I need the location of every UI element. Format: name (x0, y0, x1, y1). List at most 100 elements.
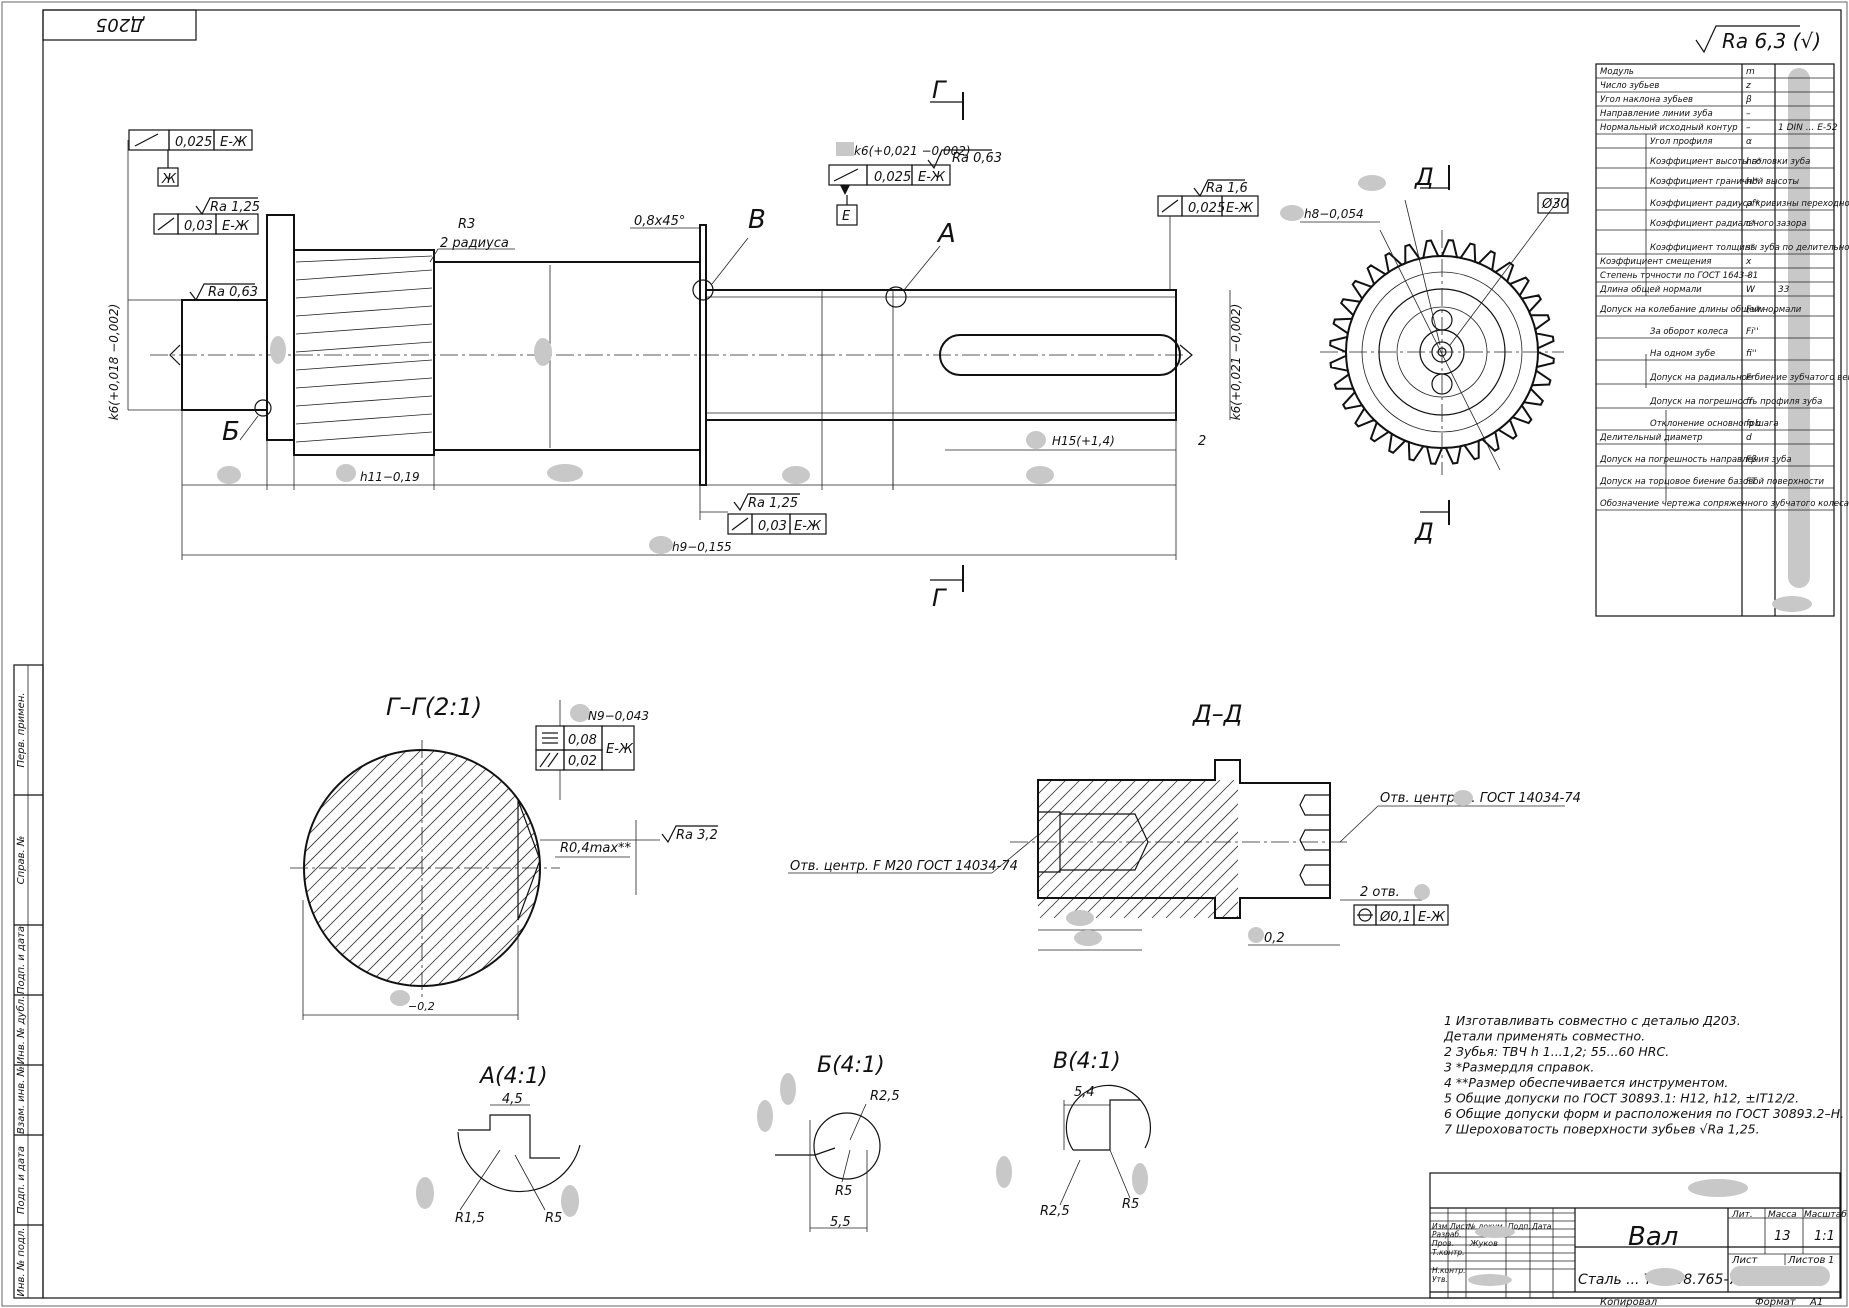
param-symbol: hl* (1746, 177, 1759, 187)
section-g-bottom: Г (932, 584, 947, 612)
note-line: 7 Шероховатость поверхности зубьев √Ra 1… (1444, 1122, 1760, 1137)
gg-radius: R0,4max** (560, 841, 632, 856)
param-symbol: – (1746, 109, 1751, 119)
fcf-top-left: 0,025 Е-Ж Ж (127, 129, 253, 410)
fcf-mid: k6(+0,021 −0,002) Ra 0,63 0,025 Е-Ж Е (828, 142, 1002, 226)
section-dd-hatch (1038, 780, 1123, 918)
section-gg-hatch (304, 750, 483, 986)
section-gg-hatch (446, 750, 540, 986)
section-gg-hatch (362, 750, 540, 986)
param-symbol: s* (1746, 243, 1756, 253)
param-symbol: m (1746, 67, 1755, 77)
gear-teeth (293, 249, 435, 456)
shaft-body (433, 261, 701, 451)
section-dd-hatch (1039, 780, 1179, 918)
general-roughness: Ra 6,3 (√) (1695, 25, 1821, 54)
param-symbol: ρf* (1746, 199, 1760, 209)
label-d-top: Д (1414, 163, 1434, 191)
dd-fcf-tol: Ø0,1 (1379, 910, 1411, 925)
param-symbol: ha* (1746, 157, 1762, 167)
dd-dim-02: 0,2 (1264, 931, 1285, 946)
gg-dim-bottom: −0,2 (408, 1000, 435, 1013)
tb-row-label: Разраб. (1432, 1230, 1461, 1239)
corner-stamp: Д205 (96, 14, 145, 35)
side-stamp-7: Инв. № подл. (16, 1228, 27, 1297)
fcf-datum: Е-Ж (220, 135, 248, 150)
tb-format: Формат (1755, 1297, 1797, 1308)
param-label: Допуск на колебание длины общей нормали (1599, 305, 1802, 315)
section-dd-hatch (1207, 780, 1238, 918)
param-label: Допуск на торцовое биение базовой поверх… (1599, 477, 1825, 487)
param-symbol: fi'' (1746, 349, 1757, 359)
section-gg-hatch (304, 750, 371, 986)
section-gg-hatch (376, 750, 540, 986)
gg-fcf1-tol: 0,08 (568, 733, 597, 748)
side-stamp-3: Подп. и дата (16, 926, 27, 994)
section-gg-hatch (304, 750, 455, 986)
detail-b: Б(4:1) 5,5 R2,5 R5 (757, 1053, 900, 1232)
section-gg-hatch (460, 750, 540, 986)
ra-lj-label: Ra 0,63 (208, 285, 258, 300)
section-dd: Д–Д Отв. центр. F M20 ГОСТ 14034-74 Отв.… (788, 700, 1581, 951)
section-gg-hatch (390, 750, 540, 986)
section-dd-hatch (1038, 780, 1081, 918)
label-a: А (936, 219, 956, 249)
gg-fcf2-tol: 0,02 (568, 754, 597, 769)
section-dd-hatch (1109, 780, 1238, 918)
datum-zh: Ж (161, 172, 177, 187)
ra-left: Ra 1,25 0,03 Е-Ж (153, 197, 260, 235)
section-dd-hatch (1038, 780, 1039, 918)
param-label: Коэффициент радиального зазора (1650, 219, 1807, 229)
dd-holes: 2 отв. (1360, 885, 1400, 900)
side-stamp-6: Подп. и дата (16, 1146, 27, 1214)
fcf-right-datum: Е-Ж (1226, 201, 1254, 216)
section-gg-hatch (304, 750, 511, 986)
param-symbol: – (1746, 271, 1751, 281)
section-g-top: Г (932, 76, 947, 104)
param-label: Направление линии зуба (1600, 109, 1713, 119)
section-gg-hatch (334, 750, 540, 986)
param-label: Допуск на погрешность профиля зуба (1649, 397, 1822, 407)
param-label: Число зубьев (1600, 81, 1659, 91)
gear-end-view: Ø30 h8−0,054 Д Д (1280, 163, 1569, 546)
section-gg-hatch (320, 750, 540, 986)
side-stamp-4: Инв. № дубл. (15, 996, 27, 1064)
section-dd-title: Д–Д (1192, 700, 1243, 728)
param-symbol: c* (1746, 219, 1756, 229)
param-label: Коэффициент смещения (1600, 257, 1711, 267)
detail-b-marker (254, 399, 272, 417)
right-journal (705, 289, 1177, 421)
detail-a-marker (885, 286, 907, 308)
param-symbol: z (1745, 81, 1751, 91)
section-dd-hatch (1137, 780, 1238, 918)
section-g-markers: Г Г (930, 76, 964, 612)
end-dia: Ø30 (1541, 197, 1569, 212)
section-gg-hatch (304, 750, 329, 986)
detail-v-r2: R5 (1122, 1197, 1139, 1212)
section-gg-hatch (488, 750, 540, 986)
fcf-left2-datum: Е-Ж (222, 219, 250, 234)
gear-tooth-outline (1329, 239, 1555, 465)
gear-helix-lines (295, 255, 433, 443)
param-symbol: Fβ (1746, 455, 1757, 465)
param-symbol: ff (1746, 397, 1754, 407)
detail-a: А(4:1) 4,5 R1,5 R5 (416, 1064, 581, 1226)
detail-a-title: А(4:1) (478, 1064, 548, 1089)
inner-frame (42, 9, 1842, 1299)
param-symbol: W (1746, 285, 1756, 295)
param-label: Угол наклона зубьев (1600, 95, 1693, 105)
param-label: Степень точности по ГОСТ 1643-81 (1600, 271, 1758, 281)
section-dd-hatch (1053, 780, 1193, 918)
section-gg-hatch (304, 750, 315, 986)
datum-e: Е (842, 209, 851, 224)
fit-mid: k6(+0,021 −0,002) (854, 144, 971, 158)
param-label: Допуск на радиальное биение зубчатого ве… (1649, 373, 1849, 383)
param-label: Делительный диаметр (1599, 433, 1703, 443)
gg-ra: Ra 3,2 (676, 828, 718, 843)
tb-sheets-n: 1 (1828, 1255, 1834, 1266)
side-stamp-1: Перв. примен. (16, 692, 27, 767)
param-label: Коэффициент граничной высоты (1650, 177, 1799, 187)
chamfer-label: 0,8x45° (634, 214, 685, 229)
section-dd-hatch (1038, 780, 1165, 918)
